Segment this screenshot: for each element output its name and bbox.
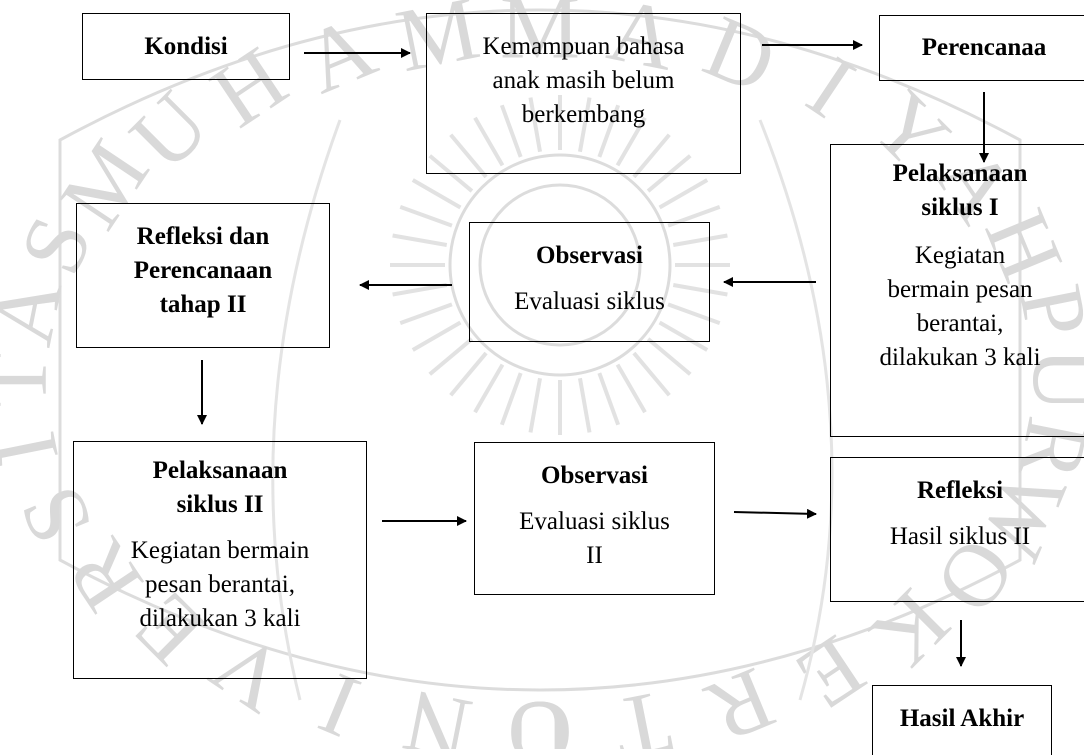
box-observasi-1: Observasi Evaluasi siklus bbox=[469, 222, 710, 342]
sun-ray bbox=[392, 233, 448, 248]
box-pelaksanaan1-line-3: berantai, bbox=[916, 310, 1004, 337]
box-kondisi: Kondisi bbox=[82, 13, 290, 80]
box-pelaksanaan2-line-2: pesan berantai, bbox=[145, 571, 295, 598]
seal-sun-circle bbox=[448, 153, 672, 377]
box-kondisi-title: Kondisi bbox=[144, 32, 228, 60]
box-pelaksanaan1-line-2: bermain pesan bbox=[887, 276, 1033, 303]
box-kemampuan: Kemampuan bahasa anak masih belum berkem… bbox=[426, 13, 741, 174]
box-observasi1-body: Evaluasi siklus bbox=[514, 288, 665, 315]
box-observasi1-title: Observasi bbox=[536, 242, 643, 269]
box-observasi2-line-2: II bbox=[586, 542, 603, 569]
sun-ray bbox=[392, 282, 448, 297]
sun-ray bbox=[615, 363, 647, 414]
seal-letter: U bbox=[508, 682, 573, 749]
box-perencanaan: Perencanaa bbox=[879, 15, 1084, 81]
seal-letter: U bbox=[1014, 348, 1084, 413]
sun-ray bbox=[597, 372, 621, 426]
box-pelaksanaan2-title-2: siklus II bbox=[176, 491, 264, 518]
sun-ray bbox=[399, 204, 453, 228]
sun-ray bbox=[411, 178, 462, 210]
box-pelaksanaan2-line-3: dilakukan 3 kali bbox=[139, 605, 301, 632]
box-perencanaan-title: Perencanaa bbox=[921, 34, 1047, 61]
sun-ray bbox=[499, 104, 523, 158]
box-kemampuan-line-3: berkembang bbox=[521, 101, 646, 128]
box-refleksi1-title-2: Perencanaan bbox=[133, 257, 273, 284]
sun-ray bbox=[658, 178, 709, 210]
seal-letter: O bbox=[508, 682, 573, 749]
arrow-observasi2-to-refleksi2 bbox=[733, 508, 817, 519]
box-refleksi2-title: Refleksi bbox=[916, 477, 1004, 504]
sun-ray bbox=[646, 337, 692, 376]
box-pelaksanaan1-line-1: Kegiatan bbox=[914, 242, 1006, 269]
box-kemampuan-line-1: Kemampuan bahasa bbox=[482, 33, 685, 60]
sun-ray bbox=[632, 133, 671, 179]
box-observasi2-title: Observasi bbox=[541, 462, 648, 489]
sun-ray bbox=[672, 282, 728, 297]
sun-ray bbox=[615, 116, 647, 167]
box-refleksi-perencanaan-tahap-2: Refleksi dan Perencanaan tahap II bbox=[76, 203, 330, 348]
sun-ray bbox=[399, 302, 453, 326]
sun-ray bbox=[597, 104, 621, 158]
box-observasi-2: Observasi Evaluasi siklus II bbox=[474, 442, 715, 595]
box-pelaksanaan2-line-1: Kegiatan bermain bbox=[130, 537, 310, 564]
sun-ray bbox=[449, 351, 488, 397]
seal-inner-circle bbox=[478, 183, 642, 347]
box-refleksi1-title-1: Refleksi dan bbox=[136, 223, 270, 250]
box-pelaksanaan1-line-4: dilakukan 3 kali bbox=[879, 344, 1041, 371]
box-pelaksanaan1-title-2: siklus I bbox=[921, 194, 999, 221]
sun-ray bbox=[473, 116, 505, 167]
box-observasi2-line-1: Evaluasi siklus bbox=[519, 508, 670, 535]
box-kemampuan-line-2: anak masih belum bbox=[492, 67, 675, 94]
sun-ray bbox=[528, 97, 543, 153]
sun-ray bbox=[577, 377, 592, 433]
box-pelaksanaan1-title-1: Pelaksanaan bbox=[892, 160, 1028, 187]
sun-ray bbox=[658, 320, 709, 352]
seal-outer-ring bbox=[58, 8, 1022, 692]
sun-ray bbox=[449, 133, 488, 179]
sun-ray bbox=[411, 320, 462, 352]
box-pelaksanaan2-title-1: Pelaksanaan bbox=[152, 457, 288, 484]
sun-ray bbox=[632, 351, 671, 397]
box-hasil-title: Hasil Akhir bbox=[899, 704, 1025, 732]
box-pelaksanaan-siklus-2: Pelaksanaan siklus II Kegiatan bermain p… bbox=[73, 441, 367, 679]
sun-ray bbox=[428, 337, 474, 376]
box-refleksi-2: Refleksi Hasil siklus II bbox=[830, 457, 1084, 602]
box-refleksi1-title-3: tahap II bbox=[159, 291, 247, 318]
seal-letter: T bbox=[0, 353, 66, 408]
seal-letter: M bbox=[500, 0, 580, 78]
sun-ray bbox=[667, 302, 721, 326]
sun-ray bbox=[528, 377, 543, 433]
box-hasil-akhir: Hasil Akhir bbox=[872, 685, 1052, 755]
sun-ray bbox=[499, 372, 523, 426]
box-pelaksanaan-siklus-1: Pelaksanaan siklus I Kegiatan bermain pe… bbox=[830, 144, 1084, 437]
box-refleksi2-body: Hasil siklus II bbox=[889, 523, 1031, 550]
sun-ray bbox=[577, 97, 592, 153]
sun-ray bbox=[672, 233, 728, 248]
sun-ray bbox=[473, 363, 505, 414]
seal-letter: M bbox=[389, 0, 487, 91]
